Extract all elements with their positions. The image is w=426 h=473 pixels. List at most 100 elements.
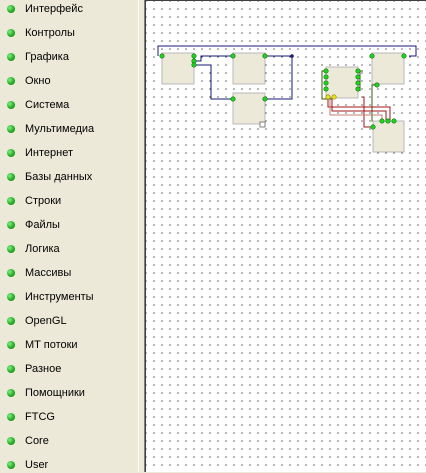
- sidebar-item-label: Файлы: [25, 219, 60, 231]
- sidebar-item-user[interactable]: User: [0, 453, 138, 472]
- sidebar-item-files[interactable]: Файлы: [0, 213, 138, 237]
- sidebar-item-window[interactable]: Окно: [0, 69, 138, 93]
- sidebar-item-misc[interactable]: Разное: [0, 357, 138, 381]
- pin[interactable]: [369, 53, 375, 59]
- sidebar-item-internet[interactable]: Интернет: [0, 141, 138, 165]
- schema-element[interactable]: [372, 120, 405, 153]
- wire: [371, 84, 377, 122]
- resize-handle[interactable]: [259, 121, 266, 128]
- sidebar-item-controls[interactable]: Контролы: [0, 21, 138, 45]
- schema-element[interactable]: [161, 52, 195, 85]
- category-dot-icon: [7, 221, 15, 229]
- wire: [264, 56, 293, 100]
- sidebar-item-interface[interactable]: Интерфейс: [0, 0, 138, 21]
- schema-canvas[interactable]: [145, 0, 426, 472]
- sidebar-item-label: OpenGL: [25, 315, 67, 327]
- schema-element[interactable]: [325, 66, 359, 99]
- pin[interactable]: [374, 82, 380, 88]
- schema-element[interactable]: [371, 52, 405, 85]
- pin[interactable]: [230, 96, 236, 102]
- pin[interactable]: [323, 86, 329, 92]
- pin[interactable]: [355, 74, 361, 80]
- sidebar-item-label: Базы данных: [25, 171, 93, 183]
- sidebar-item-label: MT потоки: [25, 339, 78, 351]
- pin[interactable]: [391, 118, 397, 124]
- category-dot-icon: [7, 53, 15, 61]
- sidebar-item-logic[interactable]: Логика: [0, 237, 138, 261]
- sidebar-item-helpers[interactable]: Помощники: [0, 381, 138, 405]
- wire: [157, 45, 417, 57]
- category-dot-icon: [7, 29, 15, 37]
- schema-diagram: [157, 45, 417, 153]
- panel-splitter[interactable]: [138, 0, 145, 472]
- sidebar-item-strings[interactable]: Строки: [0, 189, 138, 213]
- pin[interactable]: [191, 53, 197, 59]
- sidebar-item-arrays[interactable]: Массивы: [0, 261, 138, 285]
- sidebar-item-label: Контролы: [25, 27, 75, 39]
- pin[interactable]: [355, 80, 361, 86]
- sidebar-item-label: Core: [25, 435, 49, 447]
- category-dot-icon: [7, 197, 15, 205]
- category-dot-icon: [7, 269, 15, 277]
- schema-element[interactable]: [232, 92, 266, 125]
- category-dot-icon: [7, 461, 15, 469]
- category-dot-icon: [7, 413, 15, 421]
- sidebar-item-label: Массивы: [25, 267, 72, 279]
- pin[interactable]: [355, 86, 361, 92]
- pin[interactable]: [401, 53, 407, 59]
- sidebar-item-label: Логика: [25, 243, 60, 255]
- pin[interactable]: [323, 74, 329, 80]
- category-dot-icon: [7, 5, 15, 13]
- sidebar-item-graphics[interactable]: Графика: [0, 45, 138, 69]
- sidebar-item-label: User: [25, 459, 49, 471]
- sidebar-item-databases[interactable]: Базы данных: [0, 165, 138, 189]
- category-dot-icon: [7, 173, 15, 181]
- sidebar-item-label: Система: [25, 99, 70, 111]
- pin[interactable]: [370, 124, 376, 130]
- pin[interactable]: [262, 96, 268, 102]
- sidebar-item-opengl[interactable]: OpenGL: [0, 309, 138, 333]
- category-dot-icon: [7, 77, 15, 85]
- sidebar-item-label: Разное: [25, 363, 62, 375]
- sidebar-item-label: Строки: [25, 195, 62, 207]
- pin[interactable]: [379, 118, 385, 124]
- category-dot-icon: [7, 389, 15, 397]
- sidebar-item-label: Графика: [25, 51, 69, 63]
- wire: [327, 96, 391, 120]
- pin[interactable]: [230, 53, 236, 59]
- sidebar-item-label: Инструменты: [25, 291, 94, 303]
- pin[interactable]: [323, 68, 329, 74]
- sidebar-item-mt-threads[interactable]: MT потоки: [0, 333, 138, 357]
- category-dot-icon: [7, 125, 15, 133]
- pin[interactable]: [323, 80, 329, 86]
- category-dot-icon: [7, 365, 15, 373]
- category-dot-icon: [7, 341, 15, 349]
- pin[interactable]: [262, 53, 268, 59]
- sidebar-item-label: Мультимедиа: [25, 123, 95, 135]
- sidebar-item-core[interactable]: Core: [0, 429, 138, 453]
- category-dot-icon: [7, 293, 15, 301]
- palette-sidebar: Интерфейс Контролы Графика Окно Система …: [0, 0, 138, 472]
- sidebar-item-ftcg[interactable]: FTCG: [0, 405, 138, 429]
- pin[interactable]: [325, 94, 331, 100]
- wire: [331, 96, 387, 120]
- sidebar-item-label: Интернет: [25, 147, 73, 159]
- category-dot-icon: [7, 149, 15, 157]
- sidebar-item-system[interactable]: Система: [0, 93, 138, 117]
- sidebar-item-label: Окно: [25, 75, 51, 87]
- pin[interactable]: [191, 62, 197, 68]
- category-dot-icon: [7, 245, 15, 253]
- sidebar-item-tools[interactable]: Инструменты: [0, 285, 138, 309]
- sidebar-item-label: Интерфейс: [25, 3, 83, 15]
- sidebar-item-label: Помощники: [25, 387, 85, 399]
- wire: [329, 99, 383, 120]
- pin[interactable]: [355, 68, 361, 74]
- splitter-divider: [144, 0, 145, 472]
- pin[interactable]: [159, 53, 165, 59]
- schema-element[interactable]: [232, 52, 266, 85]
- sidebar-item-multimedia[interactable]: Мультимедиа: [0, 117, 138, 141]
- pin[interactable]: [331, 94, 337, 100]
- category-dot-icon: [7, 437, 15, 445]
- wire: [362, 96, 375, 128]
- pin[interactable]: [385, 118, 391, 124]
